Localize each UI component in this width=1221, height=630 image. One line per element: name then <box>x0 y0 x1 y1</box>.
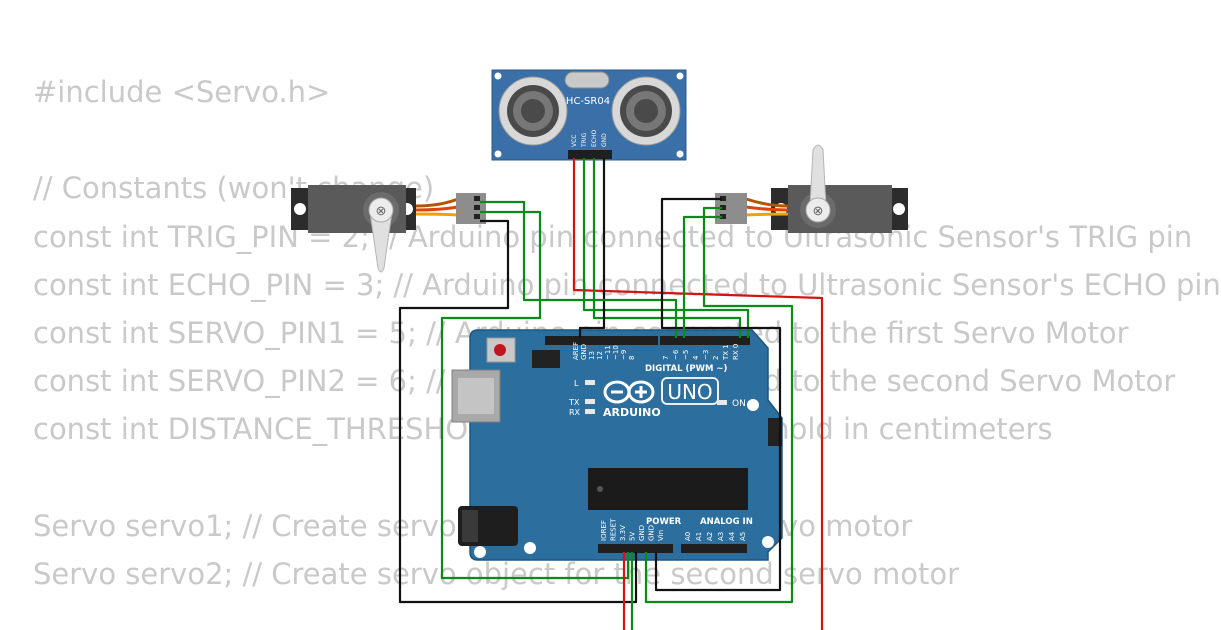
uno-badge <box>661 377 719 405</box>
arduino-brand-label: ARDUINO <box>603 406 661 419</box>
servo-screw-icon: ⊗ <box>813 203 824 218</box>
rx-led-label: RX <box>569 408 581 417</box>
mounting-hole <box>747 399 759 411</box>
atmega-chip <box>588 468 748 510</box>
wire-servo2-black <box>654 197 782 592</box>
wire-servo1-black <box>398 219 638 604</box>
tx-led-label: TX <box>568 398 580 407</box>
power-pin-label: GND <box>648 525 656 541</box>
wires <box>398 158 824 630</box>
digital-pin-label: ~10 <box>612 345 620 360</box>
mounting-hole <box>524 542 536 554</box>
mounting-hole <box>474 546 486 558</box>
digital-header <box>660 336 750 345</box>
led <box>585 380 595 385</box>
wire-gnd-black <box>578 158 606 338</box>
digital-pin-label: ~9 <box>620 350 628 360</box>
l-led-label: L <box>574 379 579 388</box>
code-line: const int TRIG_PIN = 2; // Arduino pin c… <box>33 219 1193 254</box>
led <box>717 400 727 405</box>
analog-header <box>681 544 747 553</box>
sensor-pin-label: ECHO <box>591 130 598 147</box>
digital-pin-label: TX 1 <box>722 344 730 361</box>
digital-header <box>545 336 658 345</box>
analog-pin-label: A1 <box>695 532 703 541</box>
digital-pin-label: AREF <box>572 342 580 360</box>
servo-motor-right: ⊗ <box>715 144 908 233</box>
sensor-pin-label: GND <box>601 133 608 147</box>
transducer-right <box>611 76 681 146</box>
analog-pin-label: A5 <box>739 532 747 541</box>
power-pin-label: IOREF <box>600 520 608 541</box>
servo-motor-left: ⊗ <box>291 185 486 273</box>
led <box>585 409 595 414</box>
digital-pin-label: 12 <box>596 351 604 360</box>
crystal <box>564 71 610 89</box>
digital-pin-label: RX 0 <box>732 344 740 360</box>
digital-pin-label: ~3 <box>702 350 710 360</box>
on-label: ON <box>732 399 746 409</box>
analog-header-label: ANALOG IN <box>700 517 753 527</box>
sensor-pin-label: TRIG <box>581 132 588 148</box>
servo-horn <box>369 211 393 273</box>
transducer-left <box>498 76 568 146</box>
power-pin-label: 3.3V <box>619 525 627 541</box>
wire-vcc-red <box>572 158 824 630</box>
power-pin-label: Vin <box>657 530 665 541</box>
wire-servo2-green-power <box>644 206 794 604</box>
sensor-pin-label: VCC <box>571 135 578 147</box>
power-header-label: POWER <box>646 517 682 527</box>
analog-pin-label: A3 <box>717 532 725 541</box>
code-line: #include <Servo.h> <box>33 75 331 109</box>
icsp-header <box>532 350 560 368</box>
uno-label: UNO <box>667 380 712 404</box>
sensor-model-label: HC-SR04 <box>566 96 610 107</box>
digital-pin-label: 8 <box>628 356 636 360</box>
analog-pin-label: A0 <box>684 532 692 541</box>
digital-pin-label: GND <box>580 344 588 360</box>
power-pin-label: GND <box>638 525 646 541</box>
digital-pin-label: ~5 <box>682 350 690 360</box>
digital-pin-label: 13 <box>588 351 596 360</box>
led <box>585 399 595 404</box>
servo-screw-icon: ⊗ <box>376 203 387 218</box>
servo-horn <box>809 144 827 207</box>
mounting-hole <box>762 536 774 548</box>
power-header <box>598 544 673 553</box>
icsp-header <box>768 418 782 446</box>
wire-servo1-green-power <box>440 210 630 580</box>
arduino-logo-icon <box>603 380 655 404</box>
wire-servo1-signal <box>480 200 678 338</box>
sensor-pin-header <box>568 150 612 159</box>
digital-pin-label: ~6 <box>672 349 680 360</box>
arduino-uno-board: UNO ARDUINO DIGITAL (PWM ~) POWER ANALOG… <box>451 329 783 561</box>
code-line: Servo servo2; // Create servo object for… <box>33 556 960 591</box>
analog-pin-label: A2 <box>706 532 714 541</box>
digital-pin-label: 2 <box>712 356 720 360</box>
wire-servo2-signal <box>682 215 722 338</box>
power-pin-label: 5V <box>629 532 637 541</box>
analog-pin-label: A4 <box>728 531 736 541</box>
wire-trig-green <box>582 158 750 338</box>
power-pin-label: RESET <box>610 518 618 541</box>
digital-header-label: DIGITAL (PWM ~) <box>645 364 727 374</box>
digital-pin-label: 7 <box>662 356 670 360</box>
digital-pin-label: 4 <box>692 355 700 360</box>
digital-pin-label: ~11 <box>604 345 612 360</box>
servo-connector <box>456 193 486 224</box>
code-line: const int ECHO_PIN = 3; // Arduino pin c… <box>33 267 1221 302</box>
